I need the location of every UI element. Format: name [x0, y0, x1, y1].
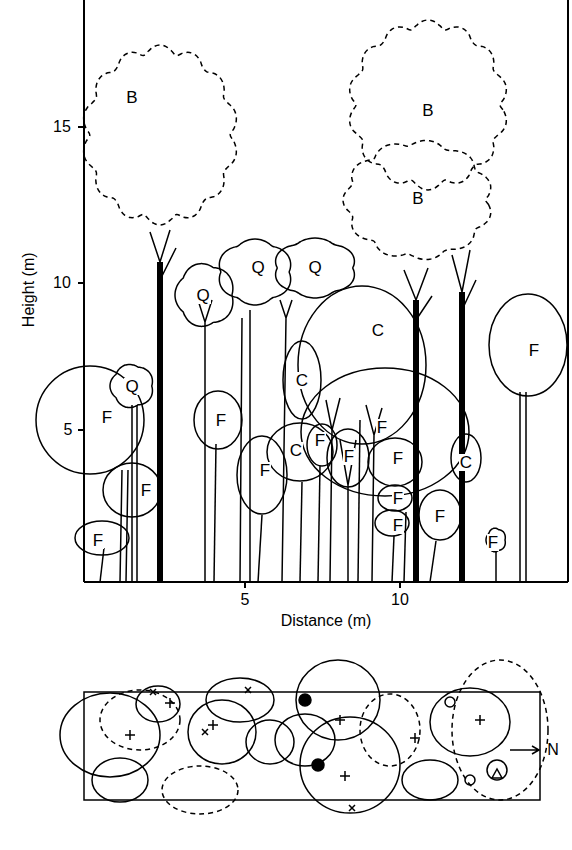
tree-crown: F — [488, 293, 568, 397]
species-letter: B — [125, 89, 138, 106]
crown-outline — [110, 364, 152, 407]
crown-outline — [375, 510, 409, 536]
crown-outline — [327, 429, 369, 487]
tree-crown: F — [236, 435, 288, 515]
crown-outline — [489, 294, 567, 396]
tree-crown: F — [418, 489, 462, 541]
species-letter: Q — [250, 259, 265, 276]
crown-outline — [350, 20, 507, 190]
species-letter: F — [434, 508, 446, 525]
tree-crown: Q — [217, 239, 293, 305]
axis-title: Height (m) — [19, 253, 37, 328]
crown-outline — [84, 45, 237, 225]
tick-label: 5 — [241, 591, 250, 609]
species-letter: C — [459, 454, 473, 471]
tick-label: 15 — [53, 118, 71, 136]
tree-crown: F — [374, 509, 410, 537]
tree-crown: C — [282, 340, 322, 420]
species-letter: F — [487, 534, 499, 551]
tree-crown: C — [450, 433, 482, 483]
crown-outline — [175, 264, 233, 327]
tree-crown: Q — [175, 263, 235, 327]
tree-crown: F — [102, 462, 162, 518]
crown-outline — [343, 140, 491, 259]
tree-crown: F — [74, 520, 130, 556]
crown-outline — [36, 366, 144, 474]
north-label: N — [547, 741, 559, 759]
plan-view — [60, 660, 548, 814]
crown-outline — [486, 528, 505, 552]
species-letter: B — [421, 102, 434, 119]
species-letter: F — [259, 462, 271, 479]
species-letter: F — [392, 517, 404, 534]
tree-crown: Q — [110, 364, 154, 408]
species-letter: C — [295, 372, 309, 389]
trunk — [160, 262, 462, 582]
species-letter: C — [289, 442, 303, 459]
tree-crown: F — [193, 390, 243, 450]
species-letter: Q — [195, 287, 210, 304]
species-letter: F — [101, 409, 113, 426]
axis-title: Distance (m) — [281, 612, 372, 630]
trunk — [100, 230, 526, 582]
species-letter: F — [314, 432, 326, 449]
crown-outline — [237, 436, 287, 514]
crown-outline — [75, 521, 129, 555]
tree-crown: F — [367, 437, 423, 487]
species-letter: F — [376, 419, 388, 436]
crown-outline — [219, 239, 290, 305]
crown-outline — [419, 490, 461, 540]
tree-crown: B — [343, 140, 493, 260]
crown-outline — [301, 368, 469, 496]
crown-outline — [378, 485, 412, 511]
species-letter: F — [92, 532, 104, 549]
tick-label: 5 — [64, 421, 73, 439]
crown-outline — [102, 462, 162, 518]
crown-outline — [267, 423, 333, 481]
species-letter: F — [140, 482, 152, 499]
crown-outline — [82, 45, 238, 225]
species-letter: C — [371, 322, 385, 339]
tree-crown: C — [297, 285, 427, 445]
tree-crown: F — [326, 428, 370, 488]
species-letter: F — [528, 342, 540, 359]
tree-crown: B — [82, 45, 238, 225]
species-letter: Q — [124, 378, 139, 395]
species-letter: F — [392, 490, 404, 507]
axes — [78, 0, 568, 588]
tick-label: 10 — [391, 591, 409, 609]
crown-outline — [368, 438, 422, 486]
tick-label: 10 — [53, 274, 71, 292]
species-letter: F — [215, 412, 227, 429]
tree-crown: F — [377, 484, 413, 512]
species-letter: F — [343, 448, 355, 465]
species-letter: B — [411, 190, 424, 207]
crown-outline — [298, 286, 426, 444]
crown-outline — [194, 391, 242, 449]
species-letter: F — [392, 450, 404, 467]
tree-crown: F — [486, 528, 506, 552]
species-letter: Q — [307, 259, 322, 276]
crown-outline — [297, 285, 427, 445]
tree-crown: B — [348, 20, 508, 190]
crown-outline — [451, 434, 481, 482]
crown-outline — [103, 463, 161, 517]
crown-outline — [283, 341, 321, 419]
